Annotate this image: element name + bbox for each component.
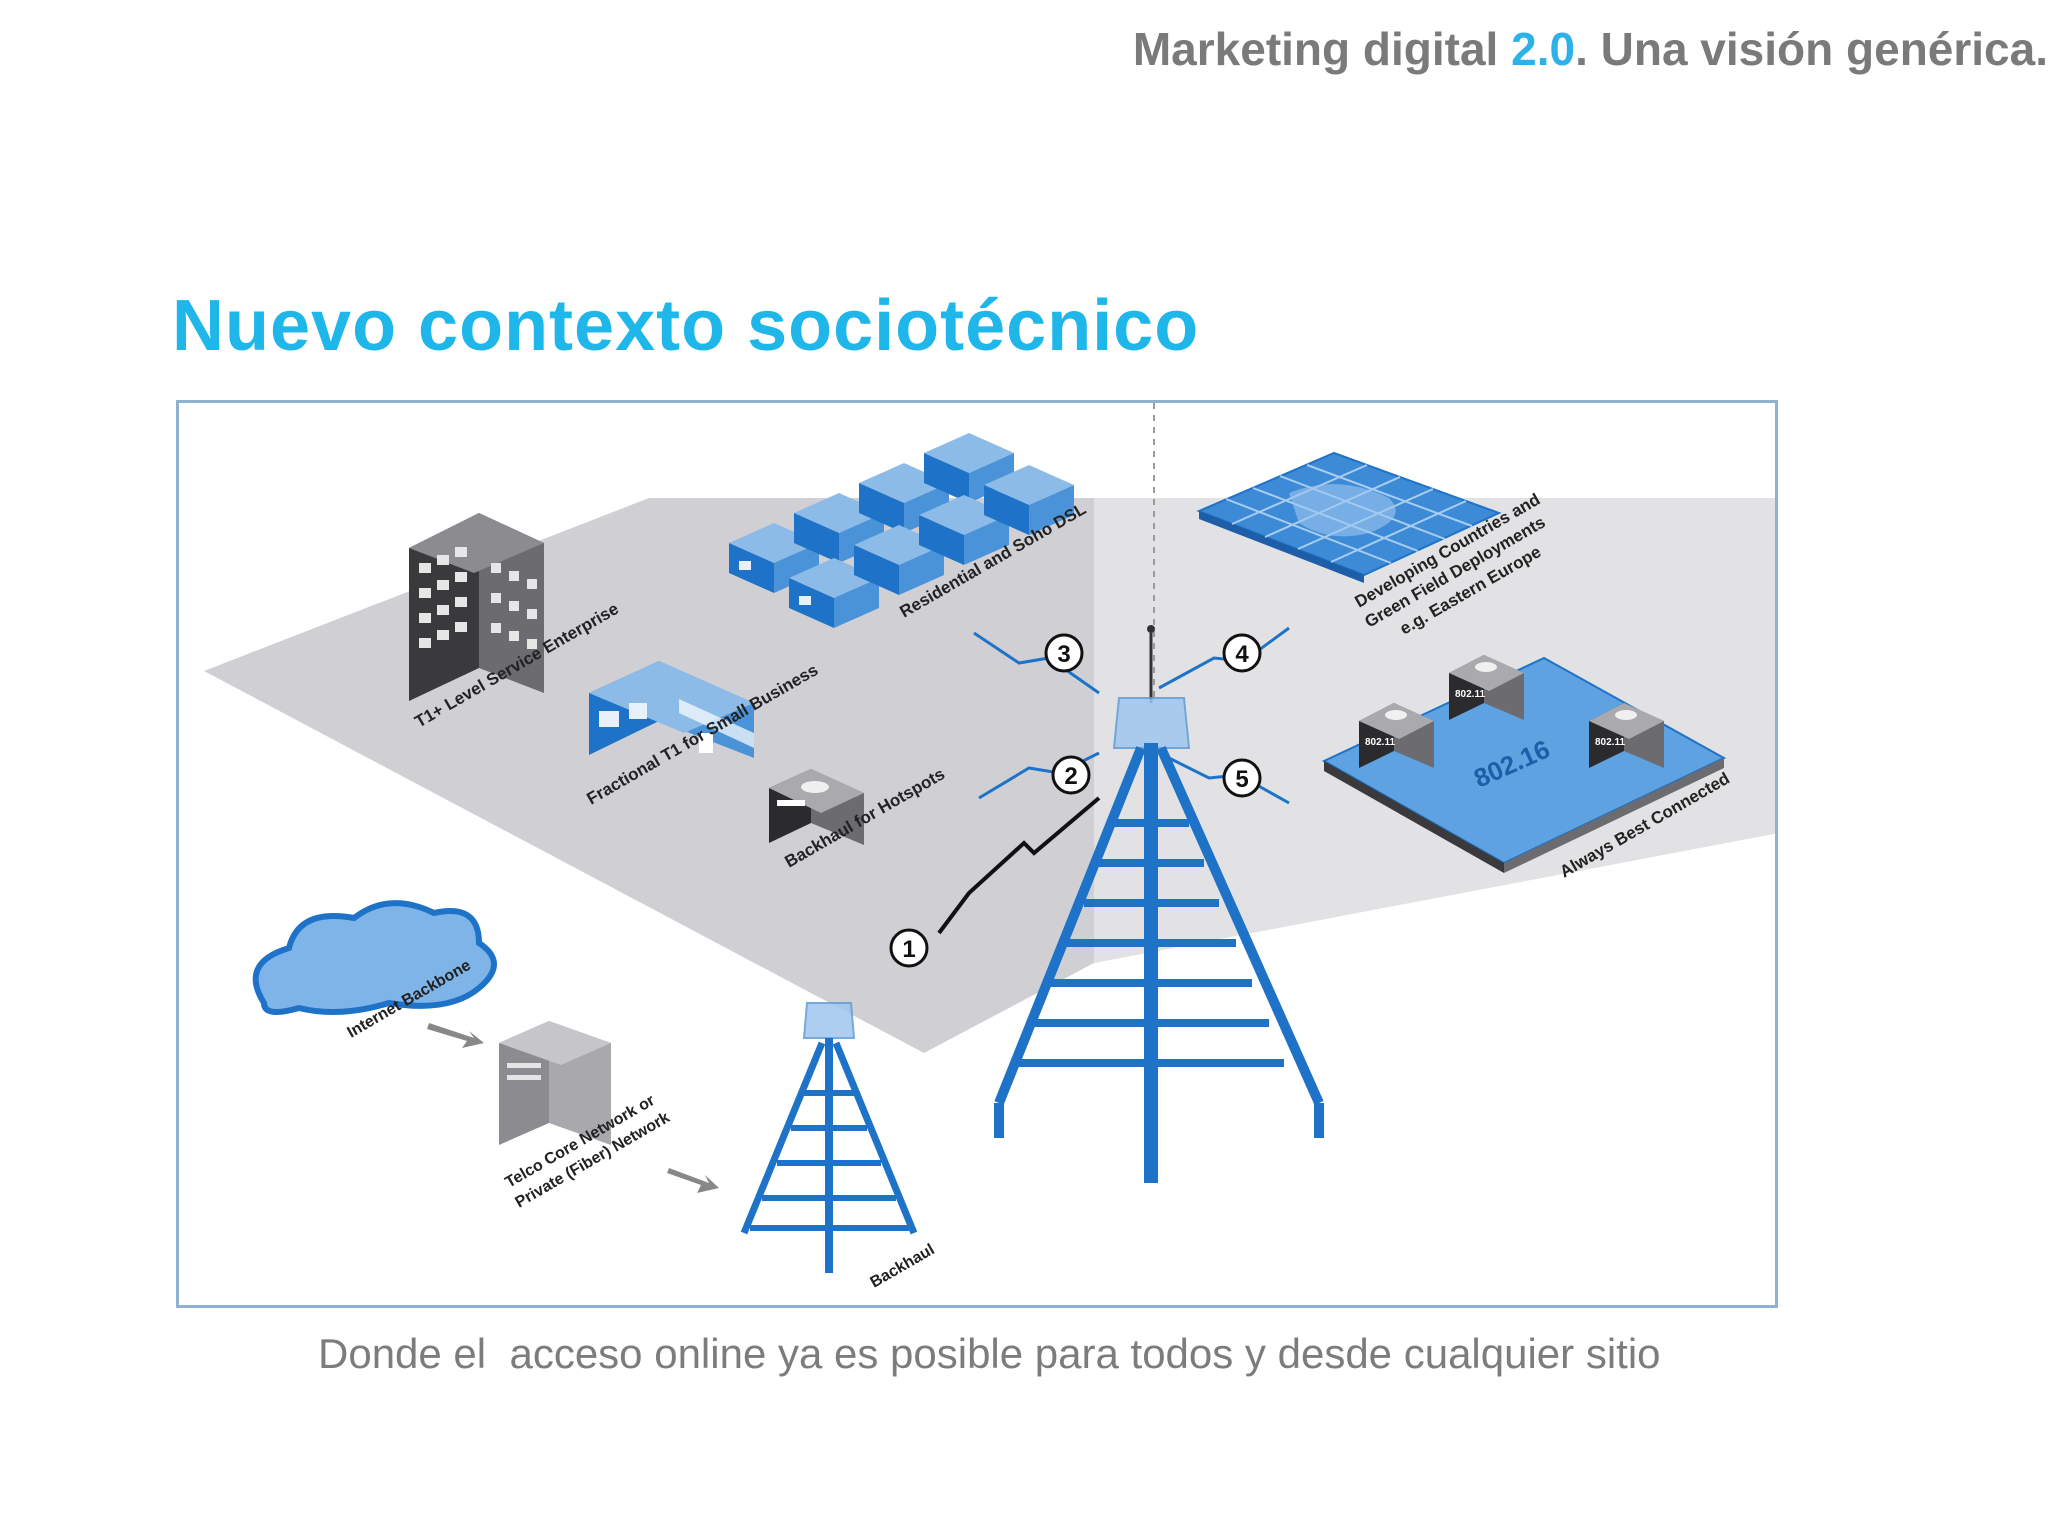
internet-cloud-icon xyxy=(252,900,497,1015)
device-badge-2: 802.11 xyxy=(1455,689,1485,700)
svg-text:3: 3 xyxy=(1057,641,1070,668)
arrow-icon xyxy=(427,1023,484,1048)
device-802-11-icon: 802.11 xyxy=(1449,655,1524,720)
device-badge-3: 802.11 xyxy=(1595,737,1625,748)
svg-text:2: 2 xyxy=(1064,763,1077,790)
device-802-11-icon: 802.11 xyxy=(1359,703,1434,768)
arrow-icon xyxy=(667,1168,719,1193)
enterprise-building-icon xyxy=(409,513,544,701)
svg-text:1: 1 xyxy=(902,936,915,963)
header-suffix: . Una visión genérica. xyxy=(1575,23,2048,75)
main-tower-icon xyxy=(994,625,1324,1183)
link-number-1: 1 xyxy=(889,928,929,968)
link-number-4: 4 xyxy=(1222,633,1262,673)
device-badge-1: 802.11 xyxy=(1365,737,1395,748)
svg-text:4: 4 xyxy=(1235,641,1249,668)
slide-caption: Donde el acceso online ya es posible par… xyxy=(318,1330,1661,1377)
header-accent: 2.0 xyxy=(1511,23,1576,75)
slide-header: Marketing digital 2.0. Una visión genéri… xyxy=(1133,22,2048,76)
hotspot-box-icon xyxy=(769,769,864,845)
diagram-svg: 802.16 802.11 802.11 802.11 3 4 2 5 1 xyxy=(204,403,1775,1291)
header-prefix: Marketing digital xyxy=(1132,23,1512,75)
network-diagram: 802.16 802.11 802.11 802.11 3 4 2 5 1 xyxy=(176,400,1778,1308)
small-business-icon xyxy=(589,661,754,758)
slide-title: Nuevo contexto sociotécnico xyxy=(172,286,1200,366)
telco-server-icon xyxy=(499,1021,611,1145)
residential-houses-icon xyxy=(729,433,1074,628)
backhaul-tower-icon xyxy=(740,1002,918,1273)
link-number-5: 5 xyxy=(1222,758,1262,798)
backhaul-label: Backhaul xyxy=(868,1241,938,1291)
developing-region-grid-icon xyxy=(1196,451,1502,583)
link-number-3: 3 xyxy=(1044,633,1084,673)
svg-text:5: 5 xyxy=(1235,766,1248,793)
link-number-2: 2 xyxy=(1051,755,1091,795)
device-802-11-icon: 802.11 xyxy=(1589,703,1664,768)
